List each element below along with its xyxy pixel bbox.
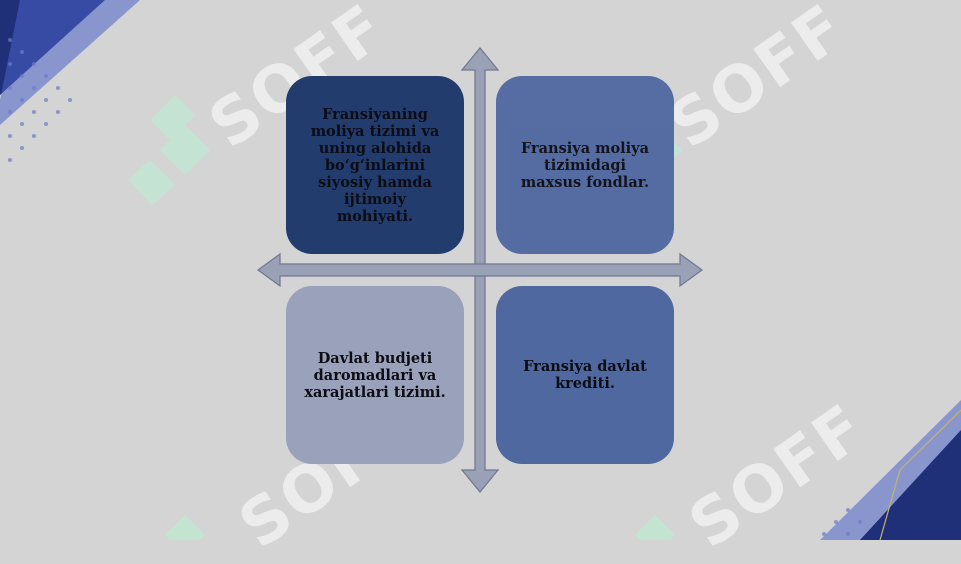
quadrant-text: Fransiya davlat krediti. (523, 358, 647, 392)
quadrant-top-left[interactable]: Fransiyaning moliya tizimi va uning aloh… (286, 76, 464, 254)
background-decor (0, 0, 961, 540)
quadrant-text: Fransiyaning moliya tizimi va uning aloh… (310, 105, 440, 225)
quadrant-bottom-left[interactable]: Davlat budjeti daromadlari va xarajatlar… (286, 286, 464, 464)
quadrant-bottom-right[interactable]: Fransiya davlat krediti. (496, 286, 674, 464)
quadrant-text: Fransiya moliya tizimidagi maxsus fondla… (520, 139, 650, 191)
quadrant-top-right[interactable]: Fransiya moliya tizimidagi maxsus fondla… (496, 76, 674, 254)
quadrant-text: Davlat budjeti daromadlari va xarajatlar… (304, 349, 446, 401)
